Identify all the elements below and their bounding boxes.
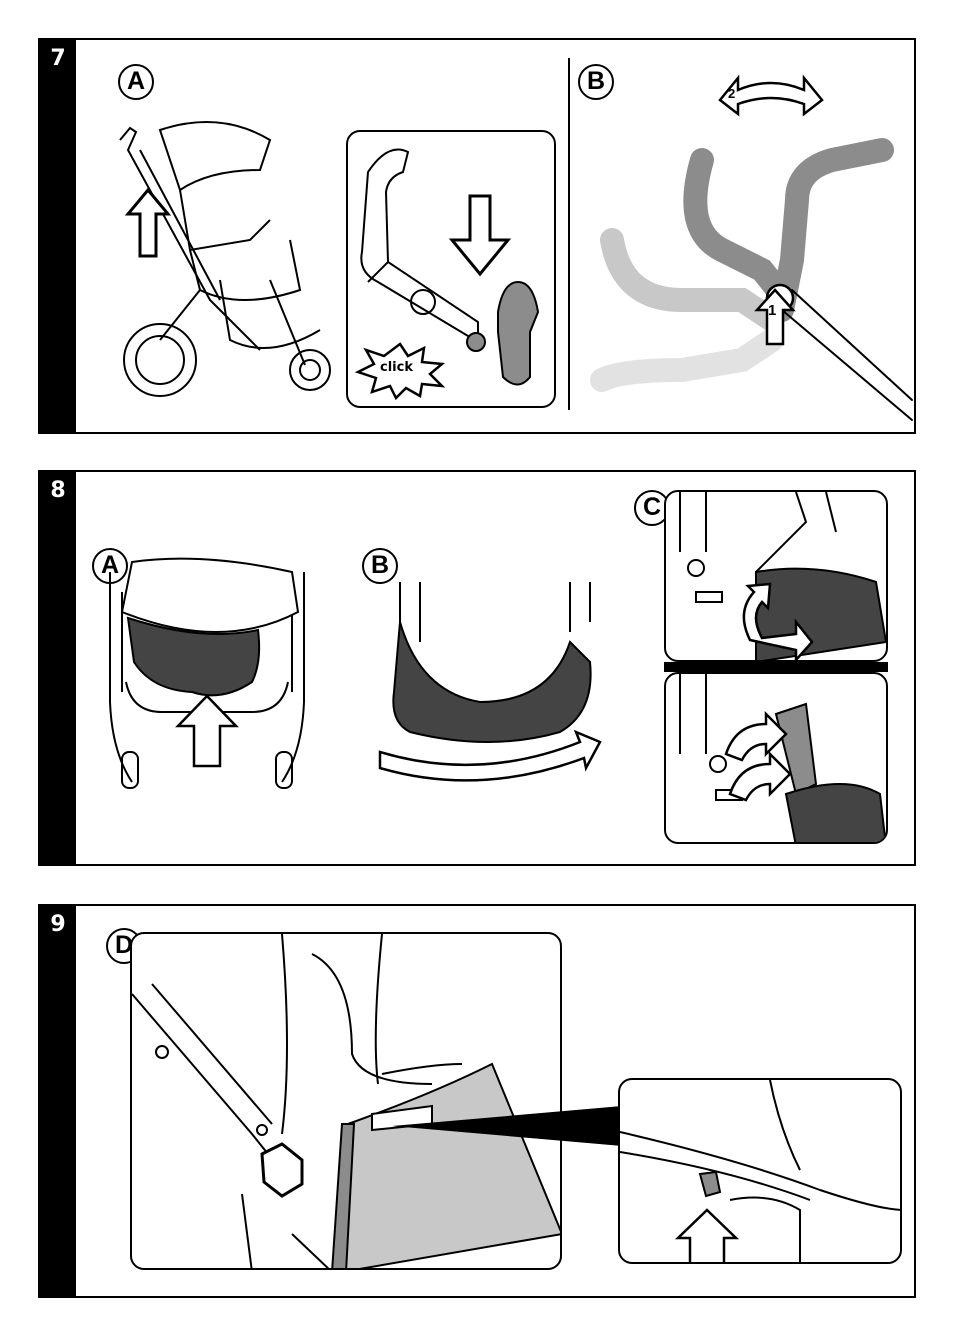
step-8-panel: 8 A B C [38, 470, 916, 866]
up-arrow-icon [176, 694, 238, 768]
step-number: 8 [40, 478, 76, 503]
step-number: 7 [40, 46, 76, 71]
up-arrow-icon [126, 188, 170, 258]
detail-connector [392, 1106, 632, 1186]
step-9-sidebar: 9 [40, 906, 76, 1296]
up-arrow-icon [676, 1208, 738, 1264]
clip-bottom-illustration [666, 674, 888, 844]
step-number: 9 [40, 912, 76, 937]
handlebar-rotation-illustration [592, 120, 912, 420]
latch-detail-inset [618, 1078, 902, 1264]
stroller-illustration [100, 110, 340, 420]
clip-detail-top-inset [664, 490, 888, 662]
lock-detail-inset: click [346, 130, 556, 408]
clip-detail-bottom-inset [664, 672, 888, 844]
step-9-panel: 9 D [38, 904, 916, 1298]
arrow-2-label: 2 [728, 86, 735, 101]
down-arrow-icon [450, 194, 510, 276]
latch-detail-illustration [620, 1080, 902, 1264]
figure-divider [568, 58, 570, 410]
basket-mount-illustration [132, 934, 562, 1270]
step-8-sidebar: 8 [40, 472, 76, 864]
figure-label-b: B [578, 64, 614, 100]
figure-label-b: B [362, 548, 398, 584]
inset-separator [664, 662, 888, 672]
click-label: click [380, 360, 413, 375]
step-7-panel: 7 A B [38, 38, 916, 434]
basket-attach-illustration [380, 582, 610, 782]
arrow-1-label: 1 [768, 302, 776, 319]
clip-top-illustration [666, 492, 888, 662]
figure-label-a: A [118, 64, 154, 100]
step-7-sidebar: 7 [40, 40, 76, 432]
basket-mount-inset [130, 932, 562, 1270]
